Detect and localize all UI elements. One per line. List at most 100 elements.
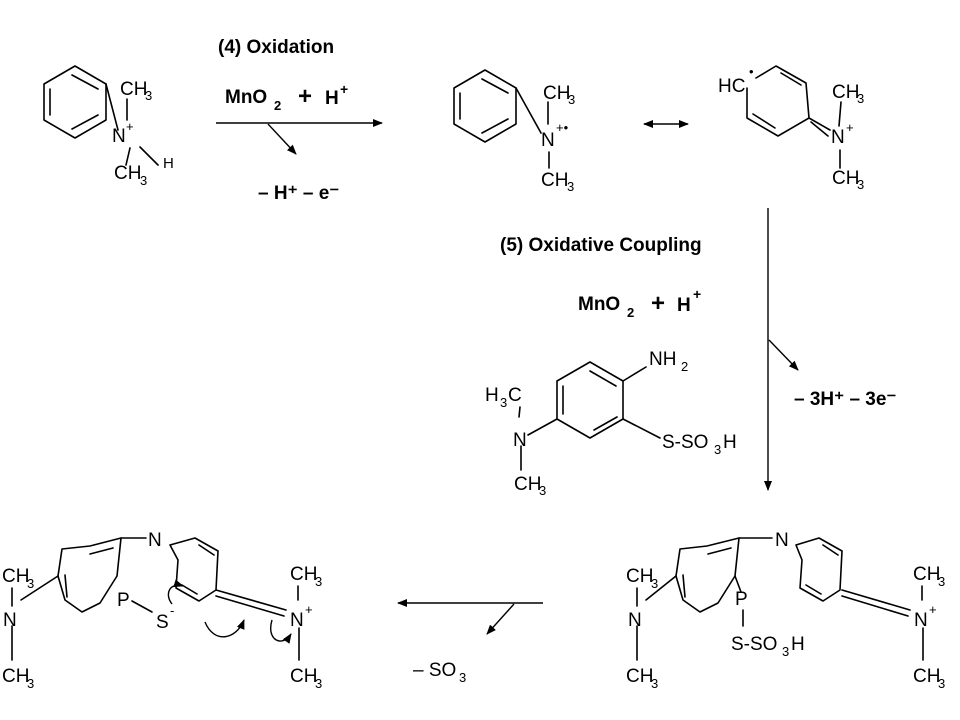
methine-radical-label: HC• [718, 64, 754, 97]
svg-text:CH: CH [913, 564, 940, 585]
svg-text:CH: CH [543, 83, 570, 104]
svg-text:+: + [126, 119, 134, 134]
methyl-label-bottom: CH3 [541, 170, 574, 194]
svg-text:MnO: MnO [225, 87, 267, 108]
imine-nitrogen-label: N [148, 530, 162, 551]
svg-text:+: + [298, 83, 312, 110]
step5-reagent: MnO 2 + H + [578, 286, 701, 320]
svg-text:+: + [929, 602, 937, 617]
svg-text:3: 3 [568, 92, 575, 107]
svg-text:CH: CH [2, 566, 29, 587]
step5-byproduct-arrow [768, 339, 799, 371]
svg-text:3: 3 [145, 88, 152, 103]
svg-text:3: 3 [782, 644, 789, 659]
svg-text:3: 3 [539, 483, 546, 498]
radical-cation-structure: CH3 N+• CH3 [453, 69, 575, 194]
svg-text:CH: CH [913, 666, 940, 687]
nitrogen-label-right: N+ [914, 602, 937, 631]
phosphorus-label: P [735, 589, 748, 610]
methyl-label-top-right: CH3 [290, 564, 322, 589]
svg-text:+: + [651, 290, 665, 317]
svg-text:S: S [156, 612, 169, 633]
svg-text:H: H [791, 634, 805, 655]
svg-text:– SO: – SO [413, 660, 456, 681]
svg-text:H: H [723, 432, 737, 453]
svg-text:2: 2 [274, 98, 281, 113]
sulfur-trioxide-byproduct: – SO 3 [413, 660, 466, 685]
svg-text:CH: CH [290, 564, 317, 585]
svg-text:3: 3 [651, 576, 658, 591]
nitrogen-radical-label: N+• [541, 120, 569, 151]
svg-text:S-SO: S-SO [731, 634, 777, 655]
electron-push-arrow-1 [167, 579, 184, 605]
svg-text:2: 2 [627, 305, 634, 320]
thiolate-label: S- [156, 603, 174, 633]
methyl-label-top-left: CH3 [626, 566, 658, 591]
svg-text:3: 3 [857, 91, 864, 106]
svg-text:H: H [677, 295, 691, 316]
step4-reagent: MnO 2 + H + [225, 81, 348, 113]
svg-text:MnO: MnO [578, 294, 620, 315]
svg-text:H: H [485, 385, 499, 406]
phosphorus-label: P [117, 590, 130, 611]
svg-text:-: - [170, 603, 174, 618]
methyl-label-bottom-left: CH3 [2, 666, 34, 691]
svg-text:3: 3 [567, 179, 574, 194]
electron-push-arrow-2 [204, 619, 245, 638]
svg-text:S-SO: S-SO [662, 432, 708, 453]
svg-text:+: + [340, 81, 348, 97]
svg-text:CH: CH [626, 666, 653, 687]
svg-text:CH: CH [626, 566, 653, 587]
methyl-label-top: CH3 [120, 79, 152, 103]
svg-text:3: 3 [938, 574, 945, 589]
methyl-label-bottom: CH3 [514, 474, 546, 498]
svg-text:N: N [290, 610, 304, 631]
svg-text:•: • [749, 64, 754, 79]
svg-text:+: + [693, 286, 701, 302]
methyl-label-top: CH3 [832, 82, 864, 106]
svg-text:3: 3 [938, 676, 945, 691]
step5-label: (5) Oxidative Coupling [500, 235, 702, 256]
svg-text:+: + [846, 120, 854, 135]
step5-byproducts: – 3H⁺ – 3e⁻ [794, 389, 896, 410]
thiolate-intermediate-structure: N P S- CH3 N CH3 CH3 N+ CH3 [2, 530, 322, 691]
methyl-label-bottom-right: CH3 [913, 666, 945, 691]
svg-text:CH: CH [120, 79, 147, 100]
dimethylanilinium-structure: CH3 N+ CH3 H [43, 65, 174, 188]
elimination-byproduct-arrow [486, 603, 515, 635]
nitrogen-label-left: N [628, 610, 642, 631]
resonance-form-structure: HC• CH3 N+ CH3 [718, 64, 864, 192]
methyl-label-bottom: CH3 [114, 163, 147, 188]
svg-text:C: C [508, 385, 522, 406]
svg-text:+: + [305, 602, 313, 617]
svg-text:3: 3 [315, 676, 322, 691]
svg-text:CH: CH [290, 666, 317, 687]
svg-text:N: N [112, 126, 126, 147]
svg-text:3: 3 [651, 676, 658, 691]
nitrogen-label-right: N+ [290, 602, 313, 631]
svg-text:3: 3 [857, 177, 864, 192]
methyl-label-bottom: CH3 [832, 168, 864, 192]
svg-text:3: 3 [140, 173, 147, 188]
svg-text:CH: CH [514, 474, 541, 495]
svg-text:CH: CH [832, 168, 859, 189]
svg-text:CH: CH [114, 163, 141, 184]
svg-text:N: N [831, 127, 845, 148]
svg-text:2: 2 [681, 359, 688, 374]
methyl-label-bottom-right: CH3 [290, 666, 322, 691]
amino-label: NH 2 [649, 349, 688, 374]
svg-text:H: H [325, 88, 339, 109]
nitrogen-label: N+ [831, 120, 854, 148]
svg-text:NH: NH [649, 349, 676, 370]
methyl-label-top: CH3 [543, 83, 575, 107]
step4-label: (4) Oxidation [218, 37, 334, 58]
nitrogen-label-left: N [3, 610, 17, 631]
step4-byproducts: – H⁺ – e⁻ [258, 183, 339, 204]
svg-text:CH: CH [832, 82, 859, 103]
